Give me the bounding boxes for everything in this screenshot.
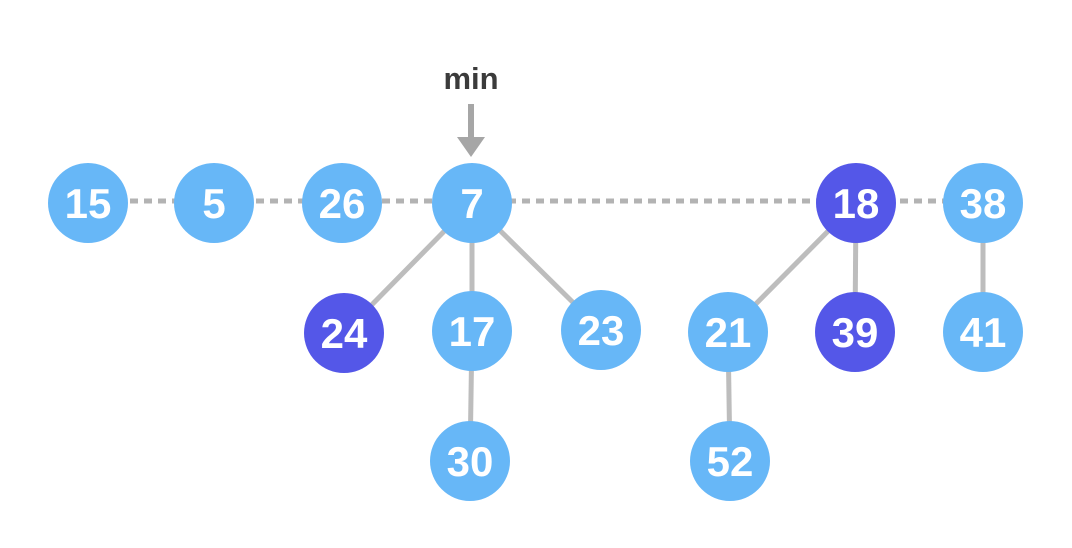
node-circle-38 <box>943 163 1023 243</box>
heap-node-41: 41 <box>943 292 1023 372</box>
node-value-5: 5 <box>202 180 225 227</box>
heap-node-24: 24 <box>304 293 384 373</box>
heap-node-39: 39 <box>815 292 895 372</box>
node-circle-30 <box>430 421 510 501</box>
node-circle-23 <box>561 290 641 370</box>
node-circle-39 <box>815 292 895 372</box>
heap-node-23: 23 <box>561 290 641 370</box>
node-value-7: 7 <box>460 180 483 227</box>
node-value-41: 41 <box>960 309 1007 356</box>
min-label: min <box>443 61 498 96</box>
node-circle-18 <box>816 163 896 243</box>
node-circle-7 <box>432 163 512 243</box>
node-value-26: 26 <box>319 180 366 227</box>
heap-node-18: 18 <box>816 163 896 243</box>
heap-node-38: 38 <box>943 163 1023 243</box>
heap-node-52: 52 <box>690 421 770 501</box>
node-value-38: 38 <box>960 180 1007 227</box>
node-circle-26 <box>302 163 382 243</box>
node-value-24: 24 <box>321 310 368 357</box>
node-value-21: 21 <box>705 309 752 356</box>
node-value-15: 15 <box>65 180 112 227</box>
node-value-18: 18 <box>833 180 880 227</box>
node-circle-15 <box>48 163 128 243</box>
node-value-23: 23 <box>578 307 625 354</box>
node-circle-21 <box>688 292 768 372</box>
heap-node-17: 17 <box>432 291 512 371</box>
heap-node-7: 7 <box>432 163 512 243</box>
node-value-30: 30 <box>447 438 494 485</box>
node-circle-5 <box>174 163 254 243</box>
node-value-39: 39 <box>832 309 879 356</box>
node-circle-41 <box>943 292 1023 372</box>
node-circle-17 <box>432 291 512 371</box>
heap-node-30: 30 <box>430 421 510 501</box>
node-circle-24 <box>304 293 384 373</box>
heap-node-15: 15 <box>48 163 128 243</box>
heap-node-5: 5 <box>174 163 254 243</box>
node-value-52: 52 <box>707 438 754 485</box>
node-value-17: 17 <box>449 308 496 355</box>
heap-node-21: 21 <box>688 292 768 372</box>
heap-node-26: 26 <box>302 163 382 243</box>
node-circle-52 <box>690 421 770 501</box>
min-arrowhead-icon <box>457 137 485 157</box>
